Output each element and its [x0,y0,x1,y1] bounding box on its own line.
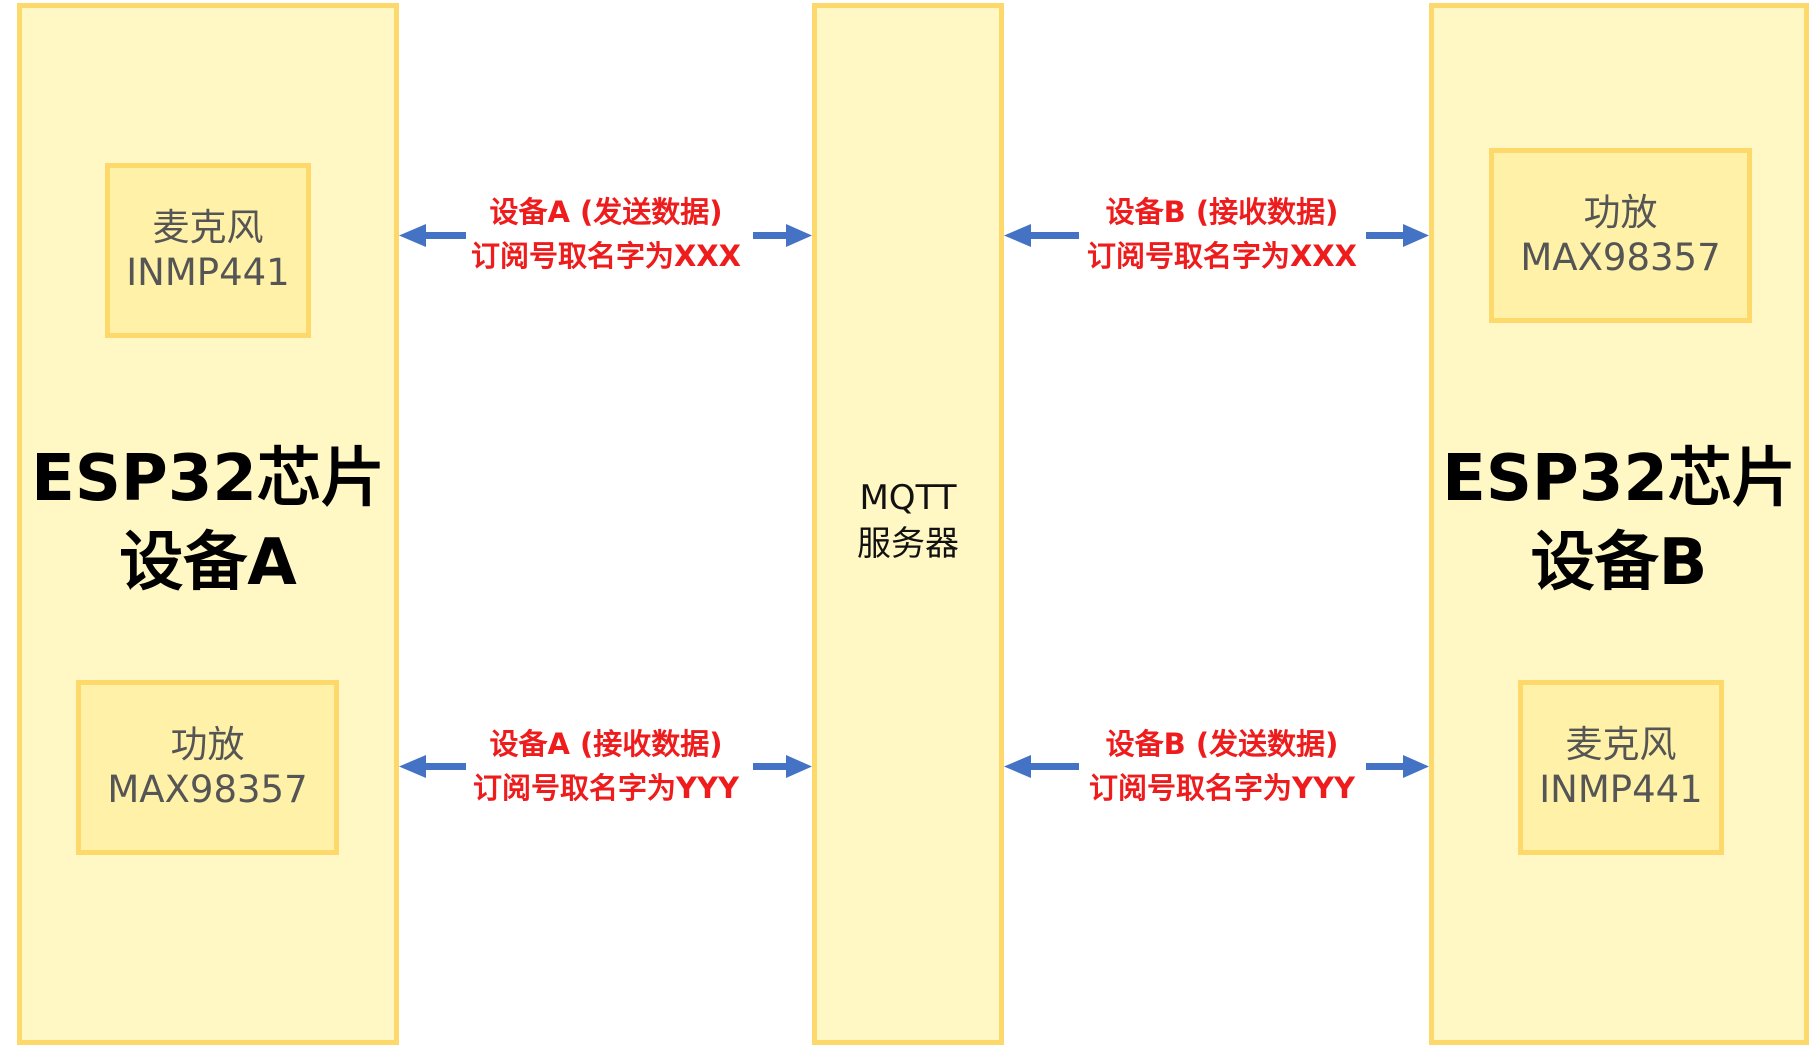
arrow-a-bottom-right [753,755,812,778]
device-a-mic-model: INMP441 [126,250,290,294]
arrow-b-top-left [1004,224,1079,247]
link-label-a-top-line2: 订阅号取名字为XXX [470,239,742,273]
link-label-b-top-line2: 订阅号取名字为XXX [1086,239,1358,273]
device-b-title: ESP32芯片 设备B [1429,437,1809,605]
link-label-b-top: 设备B (接收数据) 订阅号取名字为XXX [1012,190,1432,278]
arrow-a-top-right [753,224,812,247]
link-label-a-bottom-line2: 订阅号取名字为YYY [473,771,739,805]
device-b-mic-name: 麦克风 [1565,722,1677,766]
device-a-amp-name: 功放 [170,722,245,766]
device-a-title-line1: ESP32芯片 [31,442,385,516]
link-label-a-top: 设备A (发送数据) 订阅号取名字为XXX [396,190,816,278]
device-a-mic-module: 麦克风 INMP441 [105,163,311,338]
device-a-amp-model: MAX98357 [107,767,308,811]
arrow-b-bottom-left [1004,755,1079,778]
arrow-a-bottom-left [399,755,466,778]
mqtt-server-line1: MQTT [859,478,957,518]
link-label-b-bottom-line2: 订阅号取名字为YYY [1089,771,1355,805]
device-b-amp-model: MAX98357 [1520,235,1721,279]
device-b-mic-module: 麦克风 INMP441 [1518,680,1724,855]
arrow-b-bottom-right [1366,755,1429,778]
mqtt-server-label: MQTT 服务器 [812,475,1004,567]
link-label-b-bottom-line1: 设备B (发送数据) [1105,727,1339,761]
device-a-title-line2: 设备A [119,526,297,600]
link-label-b-bottom: 设备B (发送数据) 订阅号取名字为YYY [1012,722,1432,810]
device-a-amp-module: 功放 MAX98357 [76,680,339,855]
arrow-b-top-right [1366,224,1429,247]
link-label-a-bottom-line1: 设备A (接收数据) [489,727,723,761]
device-a-mic-name: 麦克风 [152,205,264,249]
link-label-a-top-line1: 设备A (发送数据) [489,195,723,229]
arrow-a-top-left [399,224,466,247]
device-b-mic-model: INMP441 [1539,767,1703,811]
device-b-amp-module: 功放 MAX98357 [1489,148,1752,323]
device-b-title-line2: 设备B [1530,526,1708,600]
mqtt-server-line2: 服务器 [857,524,959,564]
link-label-a-bottom: 设备A (接收数据) 订阅号取名字为YYY [396,722,816,810]
mqtt-server-panel [812,3,1004,1045]
link-label-b-top-line1: 设备B (接收数据) [1105,195,1339,229]
device-a-title: ESP32芯片 设备A [17,437,399,605]
device-b-title-line1: ESP32芯片 [1442,442,1796,516]
device-b-amp-name: 功放 [1583,190,1658,234]
